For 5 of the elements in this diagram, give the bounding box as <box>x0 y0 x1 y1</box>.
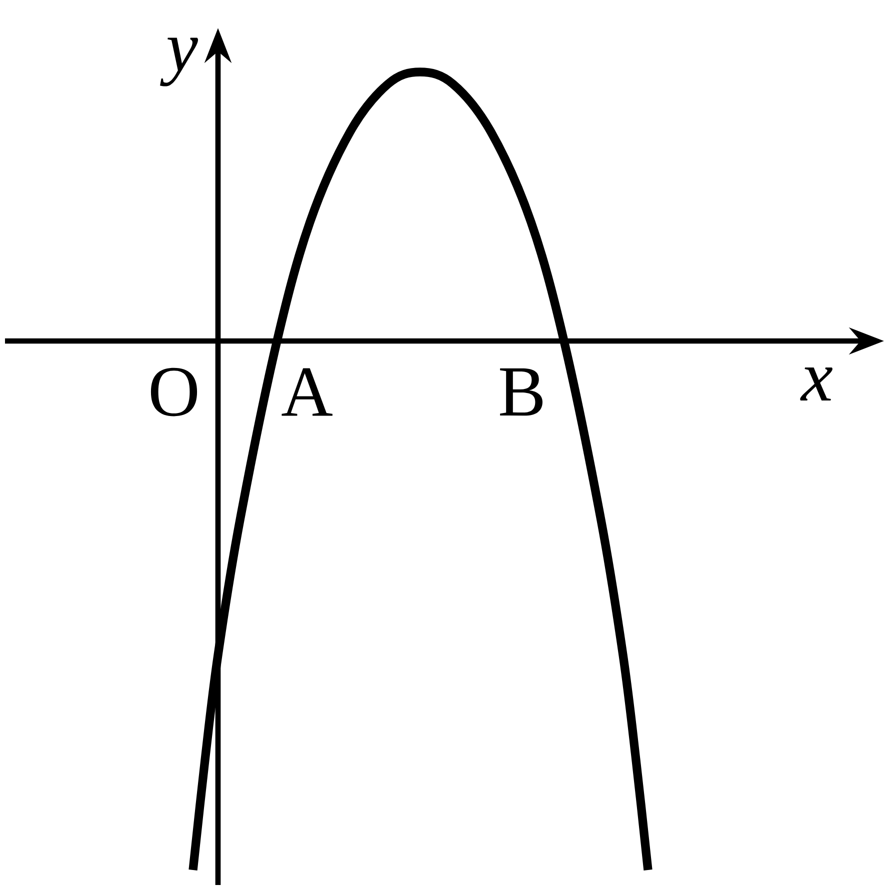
point-label: A <box>282 368 332 416</box>
point-label: B <box>500 368 542 416</box>
axis-label: x <box>800 368 832 401</box>
point-label: O <box>150 368 198 416</box>
axis-label: y <box>160 38 198 86</box>
